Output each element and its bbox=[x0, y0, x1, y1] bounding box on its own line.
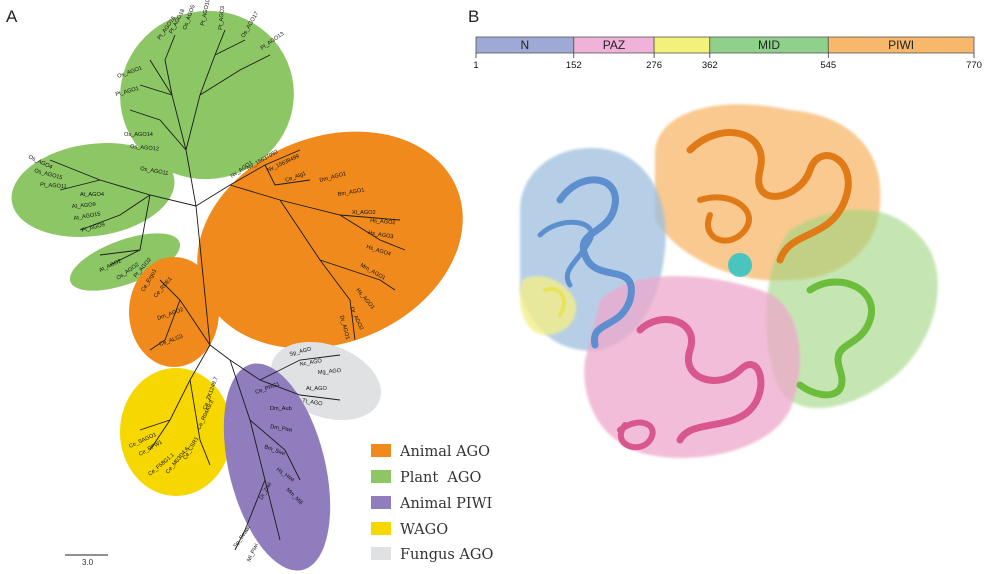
legend-swatch-animal-ago bbox=[371, 444, 391, 457]
panel-a: A bbox=[6, 0, 493, 571]
legend-label: Animal PIWI bbox=[399, 496, 492, 512]
position-label: 1 bbox=[473, 60, 478, 71]
protein-structure bbox=[519, 104, 938, 458]
leaf-label: At_AGO4 bbox=[80, 192, 104, 198]
linker-surface bbox=[519, 276, 576, 335]
paz-ribbon bbox=[636, 316, 765, 444]
clade-animal-ago-big bbox=[197, 131, 463, 349]
leaf-label: Nc_AGO bbox=[299, 358, 323, 368]
clade-animal-ago-small bbox=[129, 257, 219, 367]
clade-plant-top bbox=[120, 10, 294, 180]
domain-label: MID bbox=[758, 38, 780, 52]
leaf-label: Hs_AGO2 bbox=[370, 218, 396, 226]
legend-label: Plant AGO bbox=[400, 470, 481, 486]
legend-swatch-animal-piwi bbox=[371, 496, 391, 509]
leaf-label: Pt_AGO9 bbox=[81, 222, 106, 234]
paz-ribbon bbox=[617, 419, 656, 451]
mid-ribbon bbox=[796, 278, 876, 399]
leaf-label: Pt_AGO3 bbox=[218, 6, 226, 30]
position-label: 152 bbox=[566, 60, 582, 71]
scale-bar-label: 3.0 bbox=[82, 558, 94, 567]
position-label: 770 bbox=[966, 60, 982, 71]
leaf-label: Sp_AGO bbox=[289, 346, 313, 358]
leaf-label: Pt_AGO11 bbox=[40, 182, 67, 190]
leaf-label: Dm_Aub bbox=[270, 406, 292, 412]
phylogenetic-tree bbox=[49, 29, 406, 551]
position-label: 362 bbox=[702, 60, 718, 71]
position-label: 276 bbox=[646, 60, 662, 71]
legend-swatch-plant-ago bbox=[371, 470, 391, 483]
domain-label: PIWI bbox=[888, 38, 914, 52]
panel-a-label: A bbox=[6, 7, 18, 26]
leaf-label: Os_AGO14 bbox=[124, 132, 153, 138]
clade-animal-piwi bbox=[223, 363, 331, 571]
leaf-label: Xl_AGO2 bbox=[352, 210, 376, 216]
leaf-label: Dm_Piwi bbox=[270, 424, 293, 434]
legend-label: Fungus AGO bbox=[400, 547, 493, 563]
legend-swatch-wago bbox=[371, 522, 391, 535]
panel-b: B N PAZ MID PIWI 1 152 276 362 545 770 bbox=[468, 7, 982, 458]
leaf-label: Os_AGO12 bbox=[130, 144, 159, 152]
panel-b-label: B bbox=[468, 7, 479, 26]
domain-label: PAZ bbox=[603, 38, 625, 52]
leaf-label: Mg_AGO bbox=[318, 368, 342, 376]
leaf-label: At_AGO bbox=[306, 386, 327, 392]
clade-wago bbox=[120, 368, 232, 496]
piwi-ribbon bbox=[686, 129, 852, 264]
leaf-label: At_AGO15 bbox=[73, 211, 101, 222]
domain-segment bbox=[827, 36, 975, 54]
leaf-label: Ml_Piwi bbox=[246, 543, 260, 563]
linker-ribbon bbox=[543, 287, 566, 317]
ligand bbox=[728, 253, 752, 277]
legend: Animal AGO Plant AGO Animal PIWI WAGO Fu… bbox=[371, 444, 493, 563]
clade-plant-left bbox=[11, 143, 175, 237]
leaf-label: Sp_Seawi bbox=[233, 525, 252, 549]
domain-bar: N PAZ MID PIWI 1 152 276 362 545 770 bbox=[473, 36, 982, 71]
leaf-label: Pt_AGO10 bbox=[200, 0, 211, 26]
scale-bar: 3.0 bbox=[65, 554, 108, 567]
domain-segment bbox=[653, 36, 711, 54]
mid-surface bbox=[766, 209, 938, 409]
leaf-label: Bm_AGO1 bbox=[337, 187, 365, 198]
leaf-label: Os_AGO11 bbox=[140, 166, 169, 177]
position-label: 545 bbox=[820, 60, 836, 71]
n-domain-ribbon bbox=[556, 176, 635, 349]
leaf-label: Tt_AGO bbox=[302, 398, 324, 408]
legend-swatch-fungus-ago bbox=[371, 547, 391, 560]
leaf-label: Pt_AGO1 bbox=[115, 86, 140, 98]
n-domain-ribbon bbox=[537, 219, 595, 288]
legend-label: Animal AGO bbox=[399, 444, 490, 460]
domain-label: N bbox=[521, 38, 530, 52]
leaf-label: At_AGO9 bbox=[72, 202, 96, 210]
clade-plant-small bbox=[69, 233, 181, 291]
piwi-ribbon bbox=[697, 194, 752, 244]
leaf-label: Hs_AGO3 bbox=[368, 230, 394, 240]
legend-label: WAGO bbox=[400, 522, 448, 538]
